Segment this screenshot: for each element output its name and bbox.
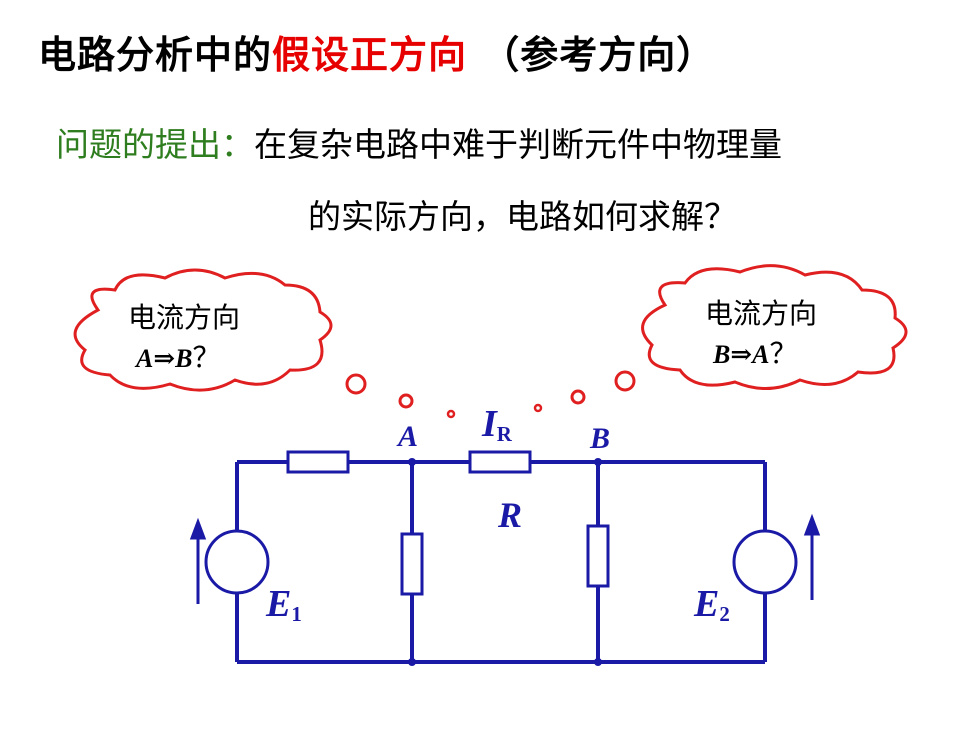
source1-subscript: 1 — [291, 602, 302, 627]
cloud-left-question: ？ — [192, 341, 221, 374]
cloud-right-line2: B⇒A？ — [713, 332, 817, 372]
arrow-e1-head — [189, 517, 207, 540]
source-e2 — [732, 529, 798, 595]
node-dot-b-bottom — [594, 658, 602, 666]
slide-title: 电路分析中的假设正方向 （参考方向） — [38, 24, 715, 79]
resistor-top-left — [286, 450, 350, 474]
title-part1: 电路分析中的 — [38, 33, 273, 77]
thought-dot — [398, 393, 414, 409]
cloud-left-line1: 电流方向 — [128, 301, 241, 334]
thought-dot — [446, 409, 456, 419]
node-dot-a-top — [408, 458, 416, 466]
source-e1 — [204, 529, 270, 595]
source2-label: E2 — [694, 582, 730, 627]
current-label: IR — [482, 402, 512, 447]
resistor-label: R — [498, 495, 523, 535]
node-label-a: A — [398, 420, 419, 453]
thought-dot — [533, 403, 543, 413]
source1-symbol: E — [266, 583, 292, 625]
title-highlight: 假设正方向 — [272, 33, 468, 77]
node-label-b: B — [590, 422, 611, 455]
source2-symbol: E — [694, 583, 720, 625]
current-symbol: I — [482, 403, 497, 445]
title-part3: （参考方向） — [481, 33, 716, 77]
cloud-right-direction: B⇒A — [713, 340, 770, 369]
cloud-left-text: 电流方向 A⇒B？ — [128, 296, 240, 376]
question-line1: 问题的提出：在复杂电路中难于判断元件中物理量 — [56, 118, 782, 166]
thought-dot — [570, 389, 586, 405]
source1-label: E1 — [266, 582, 302, 627]
resistor-branch-b — [586, 524, 610, 588]
resistor-branch-a — [400, 532, 424, 596]
question-text-2: 的实际方向，电路如何求解？ — [308, 197, 737, 236]
question-line2: 的实际方向，电路如何求解？ — [308, 190, 737, 238]
question-text-1: 在复杂电路中难于判断元件中物理量 — [254, 125, 782, 164]
thought-cloud-left — [73, 268, 333, 392]
thought-dot — [614, 370, 636, 392]
cloud-right-text: 电流方向 B⇒A？ — [705, 292, 817, 372]
arrow-e2-head — [803, 513, 821, 536]
resistor-r — [468, 450, 532, 474]
cloud-right-line1: 电流方向 — [705, 297, 818, 330]
source2-subscript: 2 — [719, 602, 730, 627]
question-label: 问题的提出： — [56, 125, 254, 164]
node-dot-b-top — [594, 458, 602, 466]
current-subscript: R — [496, 422, 512, 447]
cloud-right-question: ？ — [769, 337, 798, 370]
thought-cloud-right — [641, 264, 908, 391]
cloud-left-line2: A⇒B？ — [136, 336, 240, 376]
cloud-left-direction: A⇒B — [136, 344, 193, 373]
node-dot-a-bottom — [408, 658, 416, 666]
thought-dot — [345, 373, 367, 395]
